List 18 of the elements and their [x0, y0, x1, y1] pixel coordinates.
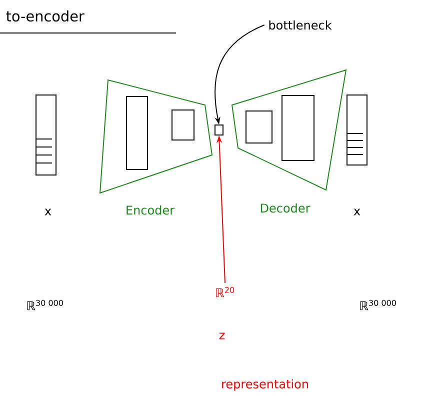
handwritten-label: x [354, 208, 360, 216]
layer-box [172, 110, 194, 140]
layer-box [126, 96, 148, 170]
handwritten-label: z [219, 332, 225, 340]
handwritten-label: bottleneck [269, 20, 332, 30]
handwritten-label: ℝ$^{30 000}$ [27, 300, 63, 310]
vector-bar [36, 94, 56, 176]
node-label: Encoder [126, 205, 175, 215]
vector-bar [346, 94, 368, 166]
handwritten-label: x [44, 208, 52, 216]
handwritten-label: ℝ$^{20}$ [216, 286, 234, 298]
node-label: Decoder [260, 203, 310, 213]
title: to-encoder [6, 10, 84, 22]
handwritten-label: representation [222, 379, 308, 391]
layer-box [214, 124, 224, 136]
layer-box [282, 95, 314, 161]
layer-box [246, 110, 272, 144]
handwritten-label: ℝ$^{30 000}$ [360, 300, 396, 310]
